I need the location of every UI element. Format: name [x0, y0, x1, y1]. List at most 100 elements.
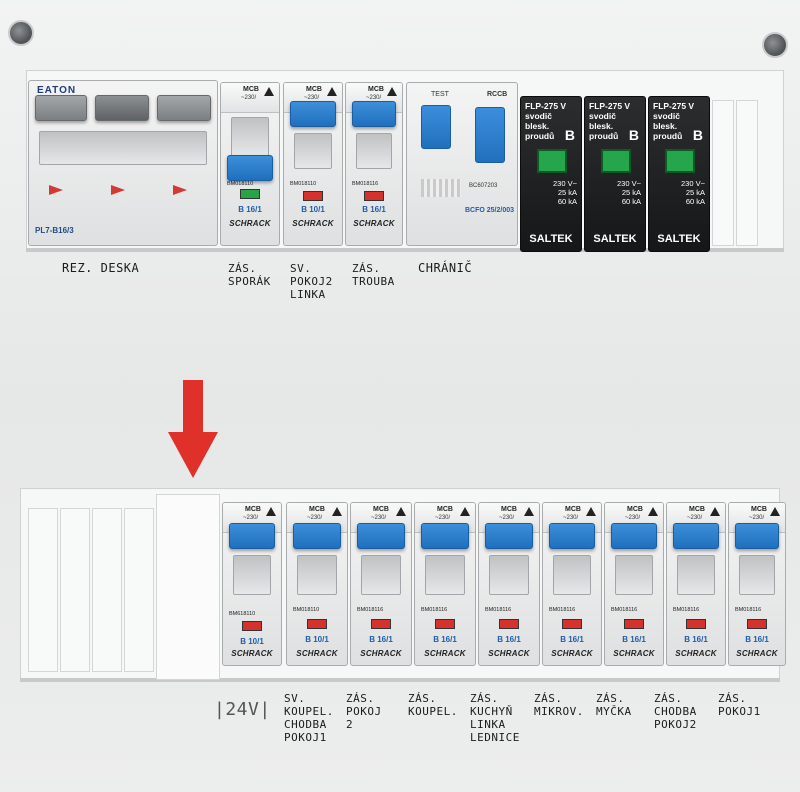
breaker-toggle[interactable] — [352, 101, 396, 127]
warning-icon — [648, 507, 658, 516]
arrester-specs: 230 V~ 25 kA 60 kA — [681, 179, 705, 206]
status-window — [562, 619, 582, 629]
rccb-module[interactable]: TEST RCCB BC607203 BCFO 25/2/003 — [406, 82, 518, 246]
breaker-brand: SCHRACK — [231, 649, 273, 658]
label-stove-socket: ZÁS. SPORÁK — [228, 262, 271, 288]
breaker-toggle[interactable] — [357, 523, 405, 549]
status-window — [240, 189, 260, 199]
eaton-toggle-1[interactable] — [35, 95, 87, 121]
arrester-specs: 230 V~ 25 kA 60 kA — [617, 179, 641, 206]
mcb-label: MCB — [306, 86, 322, 93]
mcb-label: MCB — [245, 506, 261, 513]
lower-breaker-9[interactable]: MCB~230/ BM018116 B 16/1 SCHRACK — [728, 502, 786, 666]
rccb-toggle[interactable] — [475, 107, 505, 163]
breaker-toggle[interactable] — [293, 523, 341, 549]
lower-breaker-3[interactable]: MCB~230/ BM018116 B 16/1 SCHRACK — [350, 502, 412, 666]
arrester-brand: SALTEK — [657, 233, 701, 245]
label-room1-socket: ZÁS. POKOJ1 — [718, 692, 761, 718]
warning-icon — [586, 507, 596, 516]
status-window — [307, 619, 327, 629]
surge-arrester-1[interactable]: FLP-275 V svodič blesk. proudů B 230 V~ … — [520, 96, 582, 252]
lower-breaker-6[interactable]: MCB~230/ BM018116 B 16/1 SCHRACK — [542, 502, 602, 666]
label-microwave-socket: ZÁS. MIKROV. — [534, 692, 584, 718]
breaker-oven[interactable]: MCB ~230/ BM018116 B 16/1 SCHRACK — [345, 82, 403, 246]
eaton-slot — [39, 131, 207, 165]
surge-arrester-3[interactable]: FLP-275 V svodič blesk. proudů B 230 V~ … — [648, 96, 710, 252]
breaker-brand: SCHRACK — [296, 649, 338, 658]
eaton-breaker[interactable]: EATON PL7-B16/3 — [28, 80, 218, 246]
lower-breaker-5[interactable]: MCB~230/ BM018116 B 16/1 SCHRACK — [478, 502, 540, 666]
breaker-room2-light[interactable]: MCB ~230/ BM018110 B 10/1 SCHRACK — [283, 82, 343, 246]
status-window — [686, 619, 706, 629]
breaker-toggle[interactable] — [611, 523, 657, 549]
arrester-title: FLP-275 V svodič blesk. proudů — [589, 101, 631, 141]
eaton-logo: EATON — [37, 85, 77, 96]
label-oven-socket: ZÁS. TROUBA — [352, 262, 395, 288]
breaker-brand: SCHRACK — [292, 219, 334, 228]
surge-arrester-2[interactable]: FLP-275 V svodič blesk. proudů B 230 V~ … — [584, 96, 646, 252]
breaker-model: BM018116 — [357, 607, 384, 613]
mcb-label: MCB — [501, 506, 517, 513]
label-bath-socket: ZÁS. KOUPEL. — [408, 692, 458, 718]
mcb-label: MCB — [751, 506, 767, 513]
lower-breaker-1[interactable]: MCB~230/ BM618110 B 10/1 SCHRACK — [222, 502, 282, 666]
warning-icon — [327, 87, 337, 96]
lower-breaker-4[interactable]: MCB~230/ BM018116 B 16/1 SCHRACK — [414, 502, 476, 666]
voltage-label: ~230/ — [563, 515, 579, 521]
breaker-slot — [739, 555, 775, 595]
screw-icon — [8, 20, 34, 46]
label-dishwasher-socket: ZÁS. MYČKA — [596, 692, 632, 718]
arrester-class: B — [628, 127, 639, 143]
voltage-label: ~230/ — [366, 95, 382, 101]
voltage-label: ~230/ — [435, 515, 451, 521]
arrester-brand: SALTEK — [593, 233, 637, 245]
mcb-label: MCB — [565, 506, 581, 513]
lower-breaker-7[interactable]: MCB~230/ BM018116 B 16/1 SCHRACK — [604, 502, 664, 666]
arrester-indicator — [537, 149, 567, 173]
label-room2-light: SV. POKOJ2 LINKA — [290, 262, 333, 301]
warning-icon — [770, 507, 780, 516]
label-rcd: CHRÁNIČ — [418, 261, 473, 275]
breaker-brand: SCHRACK — [736, 649, 778, 658]
label-hall-room2-socket: ZÁS. CHODBA POKOJ2 — [654, 692, 697, 731]
breaker-slot — [425, 555, 465, 595]
breaker-stove[interactable]: MCB ~230/ BM018110 B 16/1 SCHRACK — [220, 82, 280, 246]
breaker-model: BM018110 — [290, 181, 317, 187]
trip-indicator-icon — [49, 185, 63, 195]
breaker-model: BM018110 — [227, 181, 254, 187]
breaker-toggle[interactable] — [673, 523, 719, 549]
screw-icon — [762, 32, 788, 58]
mcb-label: MCB — [309, 506, 325, 513]
label-kitchen-socket: ZÁS. KUCHYŇ LINKA LEDNICE — [470, 692, 520, 744]
breaker-brand: SCHRACK — [360, 649, 402, 658]
breaker-toggle[interactable] — [227, 155, 273, 181]
breaker-toggle[interactable] — [549, 523, 595, 549]
breaker-slot — [356, 133, 392, 169]
lower-breaker-8[interactable]: MCB~230/ BM018116 B 16/1 SCHRACK — [666, 502, 726, 666]
breaker-model: BM018116 — [421, 607, 448, 613]
breaker-slot — [489, 555, 529, 595]
breaker-toggle[interactable] — [421, 523, 469, 549]
test-label: TEST — [431, 91, 449, 98]
red-arrow-icon — [168, 380, 218, 478]
label-room2-socket: ZÁS. POKOJ 2 — [346, 692, 382, 731]
breaker-toggle[interactable] — [290, 101, 336, 127]
breaker-toggle[interactable] — [229, 523, 275, 549]
blank-cover — [736, 100, 758, 246]
status-window — [303, 191, 323, 201]
eaton-toggle-3[interactable] — [157, 95, 211, 121]
arrester-brand: SALTEK — [529, 233, 573, 245]
test-button[interactable] — [421, 105, 451, 149]
breaker-toggle[interactable] — [485, 523, 533, 549]
breaker-toggle[interactable] — [735, 523, 779, 549]
mcb-label: MCB — [368, 86, 384, 93]
rccb-rating: BCFO 25/2/003 — [465, 207, 515, 214]
breaker-brand: SCHRACK — [488, 649, 530, 658]
lower-breaker-2[interactable]: MCB~230/ BM018110 B 10/1 SCHRACK — [286, 502, 348, 666]
blank-cover — [124, 508, 154, 672]
eaton-toggle-2[interactable] — [95, 95, 149, 121]
breaker-rating: B 16/1 — [745, 635, 769, 644]
warning-icon — [710, 507, 720, 516]
breaker-brand: SCHRACK — [229, 219, 271, 228]
voltage-label: ~230/ — [499, 515, 515, 521]
